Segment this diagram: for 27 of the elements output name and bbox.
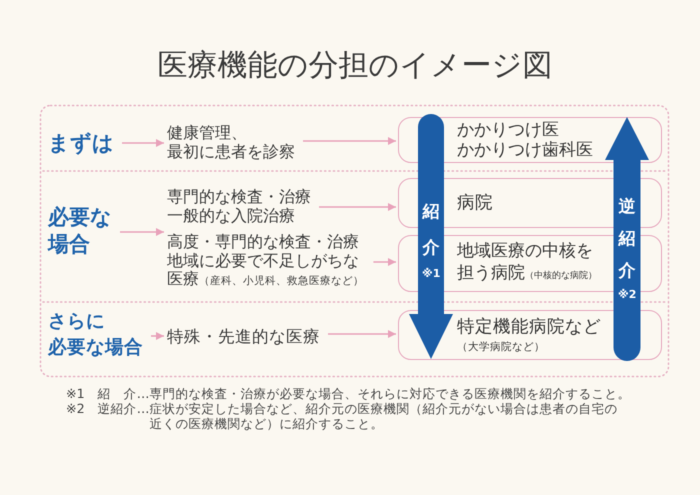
row-heading: 必要な場合 (48, 337, 143, 358)
arrow (328, 330, 396, 338)
care-description: 一般的な入院治療 (167, 206, 295, 224)
care-description: 地域に必要で不足しがちな医療（産科、小児科、救急医療など） (167, 252, 365, 290)
arrow (303, 137, 396, 145)
arrow (373, 258, 396, 266)
row-heading: さらに (48, 311, 105, 332)
care-description: 最初に患者を診察 (167, 142, 295, 160)
care-description: 高度・専門的な検査・治療 (167, 232, 359, 252)
facility-name: 特定機能病院など (457, 316, 601, 336)
facility-name: かかりつけ医 (457, 120, 559, 140)
care-description: 健康管理、 (167, 123, 247, 142)
arrow (151, 332, 164, 340)
facility-name: 地域医療の中核を担う病院（中核的な病院） (457, 240, 598, 285)
arrow (319, 203, 396, 211)
row-heading: 必要な場合 (48, 205, 112, 256)
parenthetical-note: （大学病院など） (457, 340, 545, 352)
footnote: ※1 紹 介…専門的な検査・治療が必要な場合、それらに対応できる医療機関を紹介すること。 (66, 386, 630, 401)
care-description: 特殊・先進的な医療 (167, 327, 320, 346)
row-heading: まずは (48, 130, 114, 154)
diagram-title: 医療機能の分担のイメージ図 (158, 48, 552, 84)
facility-name: かかりつけ歯科医 (457, 140, 593, 160)
arrow (122, 139, 164, 147)
facility-name: 病院 (457, 193, 493, 213)
arrow (120, 228, 164, 236)
footnote: ※2 逆紹介…症状が安定した場合など、紹介元の医療機関（紹介元がない場合は患者の自宅の近くの医療機関など）に紹介すること。 (66, 401, 618, 431)
care-description: 専門的な検査・治療 (167, 187, 311, 206)
